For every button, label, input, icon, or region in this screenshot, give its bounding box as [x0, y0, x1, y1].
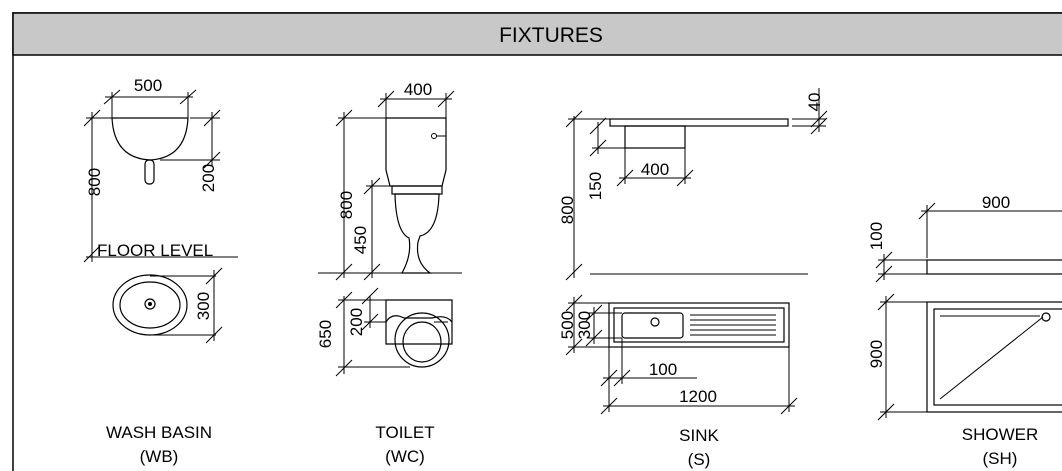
- sink-height-dim: 800: [558, 196, 577, 224]
- toilet-plan-tank: [385, 299, 453, 345]
- shower-drain-icon: [1041, 312, 1051, 322]
- wash-basin-drain-icon: [144, 298, 156, 310]
- sink-drain-icon: [650, 317, 660, 327]
- shower-label: SHOWER: [962, 425, 1039, 444]
- sink-bowl-width-dim: 400: [641, 160, 669, 179]
- wash-basin-floor-label: FLOOR LEVEL: [97, 241, 213, 260]
- wash-basin-width-dim: 500: [134, 76, 162, 95]
- sink-plan-inner: [613, 307, 785, 343]
- wash-basin-label: WASH BASIN: [106, 423, 212, 442]
- wash-basin-code: (WB): [140, 447, 179, 466]
- wash-basin-height-dim: 800: [85, 168, 104, 196]
- sink-thickness-dim: 40: [805, 93, 824, 112]
- toilet-seat-dim: 450: [351, 226, 370, 254]
- shower-width-dim: 900: [982, 193, 1010, 212]
- toilet-plan-bowl: [402, 321, 442, 363]
- wash-basin-pedestal: [144, 159, 155, 185]
- toilet-width-dim: 400: [404, 80, 432, 99]
- shower-plan-inner: [933, 308, 1062, 406]
- sink-bowl-elevation: [624, 125, 686, 149]
- wash-basin-group: 500 800 200 FLOOR LEVEL 300 WASH BASIN (…: [83, 76, 238, 466]
- toilet-code: (WC): [385, 447, 425, 466]
- shower-tray-elevation: [926, 259, 1062, 275]
- shower-tray-height-dim: 100: [867, 222, 886, 250]
- wash-basin-bowl-depth-dim: 200: [199, 164, 218, 192]
- wash-basin-plan-dim: 300: [194, 292, 213, 320]
- shower-plan-diagonal: [939, 316, 1044, 400]
- toilet-height-dim: 800: [337, 191, 356, 219]
- sink-group: 40 800 150 400: [558, 88, 828, 469]
- shower-depth-dim: 900: [867, 340, 886, 368]
- sink-plan-outer: [608, 302, 790, 348]
- toilet-plan-depth-dim: 650: [316, 320, 335, 348]
- sink-rim-dim: 100: [649, 360, 677, 379]
- sink-label: SINK: [679, 426, 719, 445]
- toilet-plan-seat: [394, 312, 450, 368]
- sink-length-dim: 1200: [679, 387, 717, 406]
- header-title: FIXTURES: [499, 24, 603, 47]
- toilet-group: 400 800 450 650 200 TOILET: [316, 80, 462, 466]
- drawing-frame: [12, 12, 1062, 471]
- toilet-label: TOILET: [375, 423, 434, 442]
- shower-plan-outer: [926, 301, 1062, 413]
- shower-group: 900 100 900 SHOWER (SH): [867, 193, 1062, 468]
- header-bar: [12, 12, 1062, 56]
- sink-bowl-plan-dim: 300: [575, 311, 594, 339]
- sink-countertop: [609, 118, 789, 127]
- sink-code: (S): [688, 450, 711, 469]
- shower-code: (SH): [983, 449, 1018, 468]
- sink-plan-depth-dim: 500: [558, 311, 577, 339]
- toilet-tank-dim: 200: [347, 308, 366, 336]
- sink-bowl-depth-dim: 150: [586, 172, 605, 200]
- sink-plan-bowl: [621, 312, 684, 339]
